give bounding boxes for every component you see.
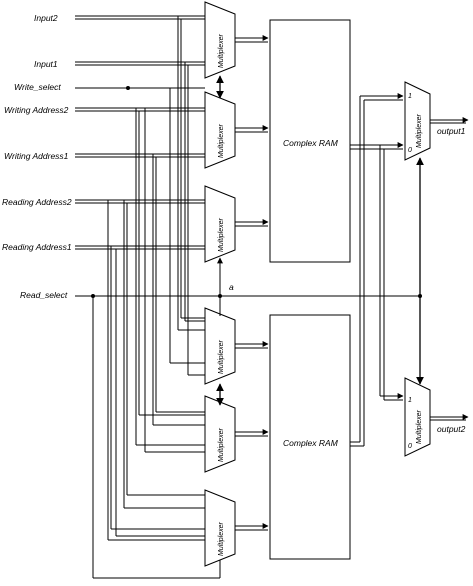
label-output2: output2 bbox=[437, 424, 466, 434]
svg-text:Multiplexer: Multiplexer bbox=[416, 409, 423, 444]
node-label-a: a bbox=[229, 282, 234, 292]
vertical-buses bbox=[92, 16, 221, 579]
multiplexer-1: Multiplexer bbox=[204, 1, 236, 79]
lower-mux-input-stubs bbox=[108, 317, 205, 541]
mux-to-ram-arrows bbox=[235, 35, 269, 531]
label-writing-address2: Writing Address2 bbox=[4, 105, 69, 115]
svg-text:1: 1 bbox=[408, 397, 412, 404]
multiplexer-5: Multiplexer bbox=[204, 395, 236, 473]
ram-top-label: Complex RAM bbox=[283, 138, 339, 148]
junction-read-select bbox=[91, 294, 95, 298]
label-output1: output1 bbox=[437, 126, 466, 136]
multiplexer-6: Multiplexer bbox=[204, 489, 236, 567]
ram-to-output-wires bbox=[350, 93, 404, 447]
label-read-select: Read_select bbox=[20, 290, 68, 300]
label-write-select: Write_select bbox=[14, 82, 61, 92]
complex-ram-top: Complex RAM bbox=[269, 19, 351, 263]
label-input2: Input2 bbox=[34, 13, 58, 23]
output-arrows bbox=[430, 117, 469, 421]
svg-text:Multiplexer: Multiplexer bbox=[218, 123, 225, 158]
junction-write-select bbox=[126, 86, 130, 90]
complex-ram-bottom: Complex RAM bbox=[269, 314, 351, 560]
output-multiplexer-2: Multiplexer 1 0 bbox=[404, 377, 431, 457]
svg-text:0: 0 bbox=[408, 147, 412, 154]
svg-text:Multiplexer: Multiplexer bbox=[218, 427, 225, 462]
ram-bottom-label: Complex RAM bbox=[283, 438, 339, 448]
svg-text:Multiplexer: Multiplexer bbox=[218, 521, 225, 556]
multiplexer-3: Multiplexer bbox=[204, 185, 236, 263]
input-buses bbox=[75, 15, 420, 297]
svg-text:Multiplexer: Multiplexer bbox=[218, 33, 225, 68]
svg-text:Multiplexer: Multiplexer bbox=[218, 217, 225, 252]
label-writing-address1: Writing Address1 bbox=[4, 151, 69, 161]
svg-text:Multiplexer: Multiplexer bbox=[218, 339, 225, 374]
label-reading-address2: Reading Address2 bbox=[2, 197, 72, 207]
multiplexer-4: Multiplexer bbox=[204, 307, 236, 385]
svg-text:1: 1 bbox=[408, 93, 412, 100]
label-reading-address1: Reading Address1 bbox=[2, 242, 72, 252]
multiplexer-2: Multiplexer bbox=[204, 91, 236, 169]
label-input1: Input1 bbox=[34, 59, 58, 69]
junction-a bbox=[218, 294, 222, 298]
svg-text:0: 0 bbox=[408, 443, 412, 450]
svg-text:Multiplexer: Multiplexer bbox=[416, 113, 423, 148]
output-multiplexer-1: Multiplexer 1 0 bbox=[404, 81, 431, 161]
